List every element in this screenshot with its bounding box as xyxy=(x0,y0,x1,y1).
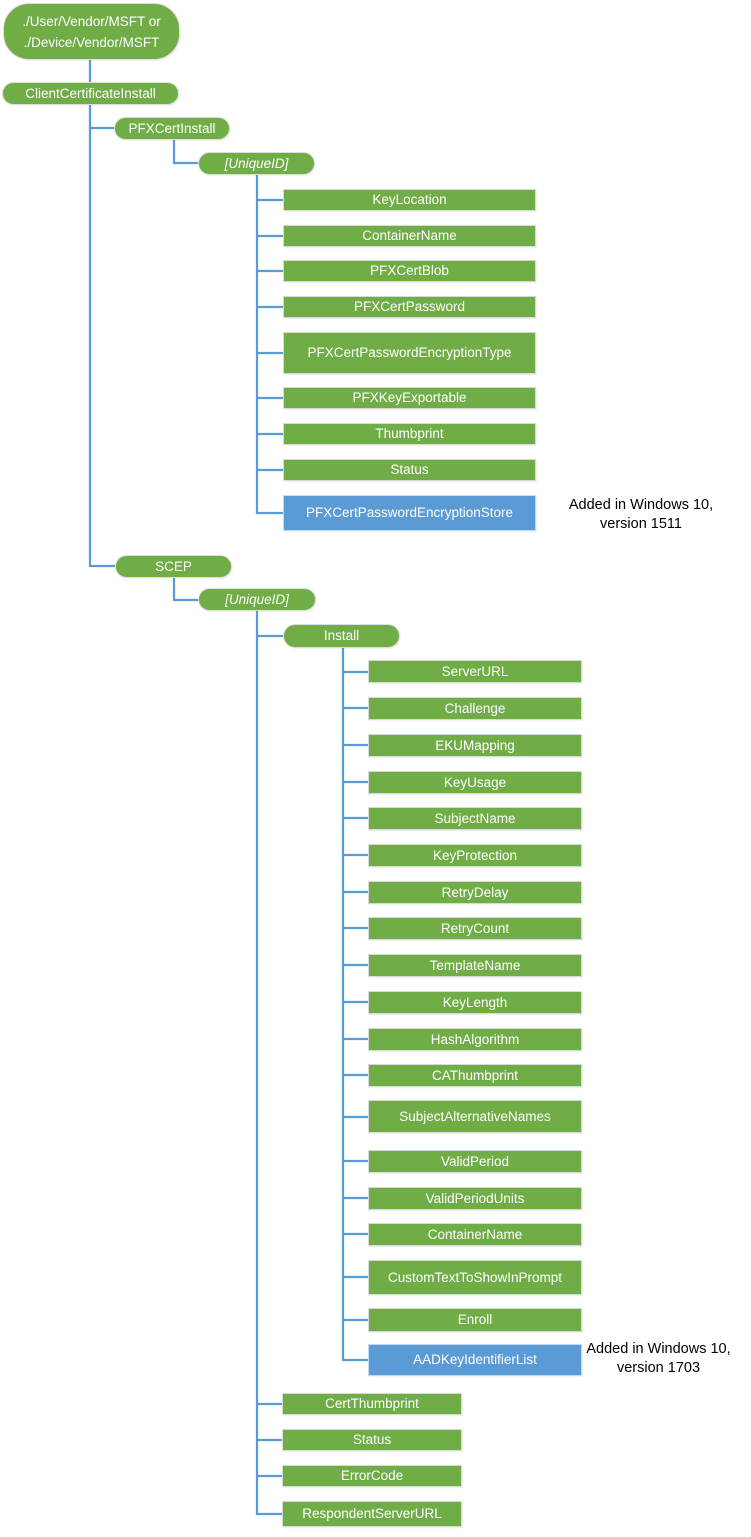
node-status-pfx: Status xyxy=(283,459,536,481)
node-keylength: KeyLength xyxy=(368,991,582,1014)
node-containername-scep: ContainerName xyxy=(368,1223,582,1246)
node-serverurl: ServerURL xyxy=(368,660,582,683)
node-pfxcertpassword: PFXCertPassword xyxy=(283,296,536,318)
node-clientcertificateinstall: ClientCertificateInstall xyxy=(2,82,179,105)
node-validperiod: ValidPeriod xyxy=(368,1150,582,1173)
annotation-1703-line1: Added in Windows 10, xyxy=(586,1341,731,1357)
node-pfxkeyexportable: PFXKeyExportable xyxy=(283,387,536,409)
node-subjectalternativenames: SubjectAlternativeNames xyxy=(368,1100,582,1133)
node-aadkeyidentifierlist: AADKeyIdentifierList xyxy=(368,1344,582,1376)
node-templatename: TemplateName xyxy=(368,954,582,977)
node-retrydelay: RetryDelay xyxy=(368,881,582,904)
node-pfxcertpasswordencryptiontype: PFXCertPasswordEncryptionType xyxy=(283,332,536,374)
node-thumbprint: Thumbprint xyxy=(283,423,536,445)
annotation-version-1703: Added in Windows 10, version 1703 xyxy=(566,1340,751,1378)
node-keyprotection: KeyProtection xyxy=(368,844,582,867)
node-cathumbprint: CAThumbprint xyxy=(368,1064,582,1087)
node-pfxcertinstall: PFXCertInstall xyxy=(114,117,230,140)
annotation-1511-line2: version 1511 xyxy=(600,516,682,532)
node-retrycount: RetryCount xyxy=(368,917,582,940)
root-path-line1: ./User/Vendor/MSFT or xyxy=(22,13,161,29)
node-customtexttoshowinprompt: CustomTextToShowInPrompt xyxy=(368,1260,582,1295)
node-pfxcertblob: PFXCertBlob xyxy=(283,260,536,282)
connector-path xyxy=(88,59,368,1516)
node-scep: SCEP xyxy=(115,555,232,578)
node-errorcode: ErrorCode xyxy=(282,1465,462,1487)
node-validperiodunits: ValidPeriodUnits xyxy=(368,1187,582,1210)
node-scep-uniqueid: [UniqueID] xyxy=(198,588,316,611)
node-pfx-uniqueid: [UniqueID] xyxy=(198,152,315,175)
node-status-scep: Status xyxy=(282,1429,462,1451)
node-challenge: Challenge xyxy=(368,697,582,720)
annotation-1511-line1: Added in Windows 10, xyxy=(568,497,714,513)
node-enroll: Enroll xyxy=(368,1308,582,1332)
node-root-path: ./User/Vendor/MSFT or ./Device/Vendor/MS… xyxy=(3,3,180,60)
node-pfxcertpasswordencryptionstore: PFXCertPasswordEncryptionStore xyxy=(283,495,536,531)
root-path-line2: ./Device/Vendor/MSFT xyxy=(23,34,160,50)
node-hashalgorithm: HashAlgorithm xyxy=(368,1028,582,1051)
node-ekumapping: EKUMapping xyxy=(368,734,582,757)
node-subjectname: SubjectName xyxy=(368,807,582,830)
node-keyusage: KeyUsage xyxy=(368,771,582,794)
annotation-version-1511: Added in Windows 10, version 1511 xyxy=(535,496,747,534)
node-install: Install xyxy=(283,624,400,648)
node-certthumbprint: CertThumbprint xyxy=(282,1393,462,1415)
annotation-1703-line2: version 1703 xyxy=(616,1360,701,1376)
node-keylocation: KeyLocation xyxy=(283,189,536,211)
node-respondentserverurl: RespondentServerURL xyxy=(282,1501,462,1527)
node-containername-pfx: ContainerName xyxy=(283,225,536,247)
